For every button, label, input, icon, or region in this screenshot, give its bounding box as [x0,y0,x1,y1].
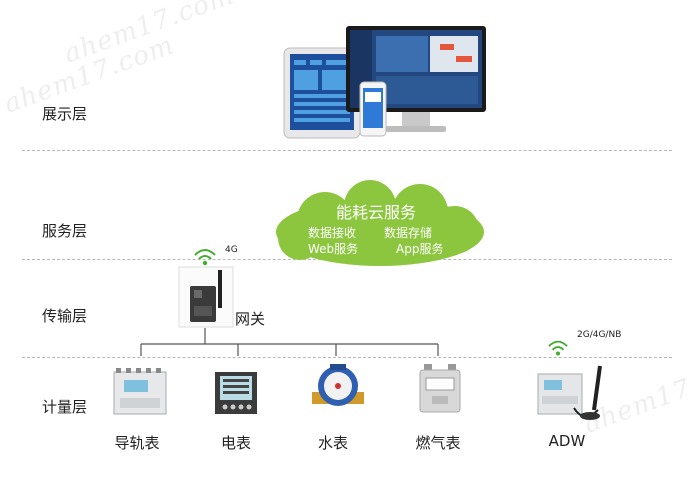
water-meter-device [312,364,364,406]
rail-meter-device [113,368,167,415]
cloud-item-data-receive: 数据接收 [308,226,357,240]
layer-label-service: 服务层 [42,222,88,240]
layer-divider [22,150,672,151]
gas-meter-device [419,364,461,413]
device-label-adw: ADW [548,432,586,450]
device-label-rail-meter: 导轨表 [114,434,160,452]
adw-signal-label: 2G/4G/NB [577,330,622,340]
adw-device [537,365,602,420]
gateway-signal-label: 4G [225,245,238,255]
layer-label-display: 展示层 [42,105,88,123]
wifi-icon [194,249,216,266]
cloud-item-app-service: App服务 [396,242,444,256]
layer-label-metering: 计量层 [42,398,88,416]
device-label-water-meter: 水表 [317,434,348,452]
cloud-title: 能耗云服务 [336,203,417,222]
layer-divider [22,357,672,358]
device-label-electric-meter: 电表 [220,434,251,452]
layer-label-transport: 传输层 [42,307,88,325]
gateway-device [178,266,234,328]
cloud-item-data-storage: 数据存储 [384,226,433,240]
cloud-item-web-service: Web服务 [308,242,359,256]
electric-meter-device [215,372,257,414]
wifi-icon [548,340,568,356]
device-label-gas-meter: 燃气表 [415,434,461,452]
display-devices-illustration [283,26,486,139]
gateway-label: 网关 [235,310,266,328]
energy-cloud-service [276,180,484,266]
